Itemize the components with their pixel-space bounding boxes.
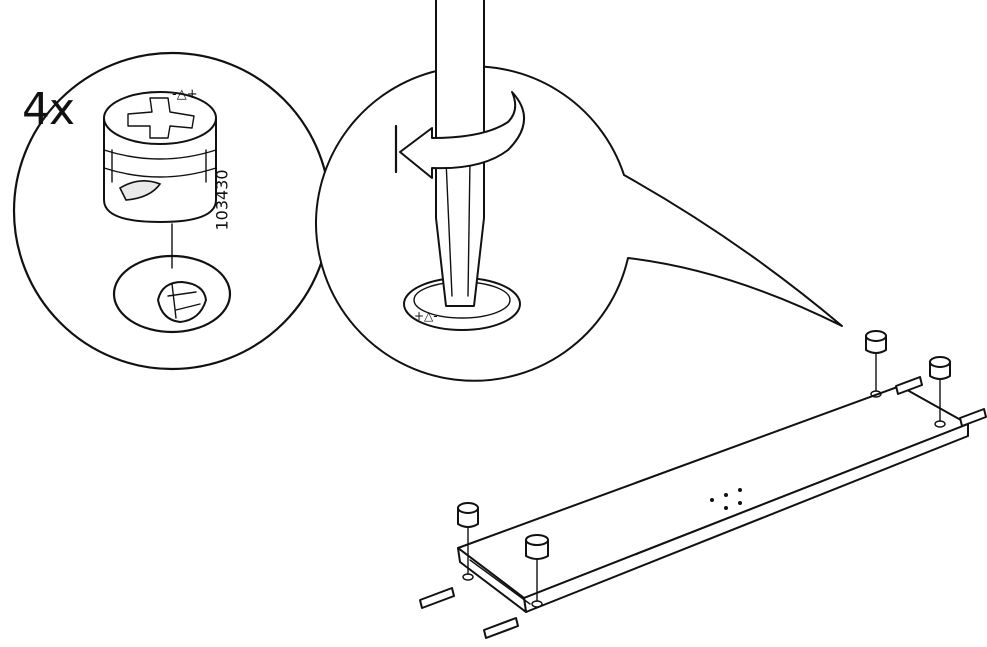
cam-hole-icon (112, 254, 232, 334)
cam-lock-detail-circle: -△+ (12, 51, 332, 371)
cam-lock-small-icon (525, 534, 549, 602)
shelf-board-icon (419, 376, 987, 639)
cam-lock-small-icon (865, 330, 887, 392)
svg-text:-△+: -△+ (172, 87, 198, 102)
part-number-label: 103430 (212, 169, 232, 231)
cam-lock-icon: -△+ (103, 87, 217, 223)
dowel-icon (419, 376, 987, 639)
quantity-label: 4x (22, 84, 75, 135)
screwdriver-detail-circle: +△- (314, 0, 843, 382)
cam-lock-small-icon (929, 356, 951, 422)
cam-lock-small-icon (457, 502, 479, 575)
svg-text:+△-: +△- (414, 309, 438, 323)
rotate-arrow-icon (394, 91, 526, 179)
